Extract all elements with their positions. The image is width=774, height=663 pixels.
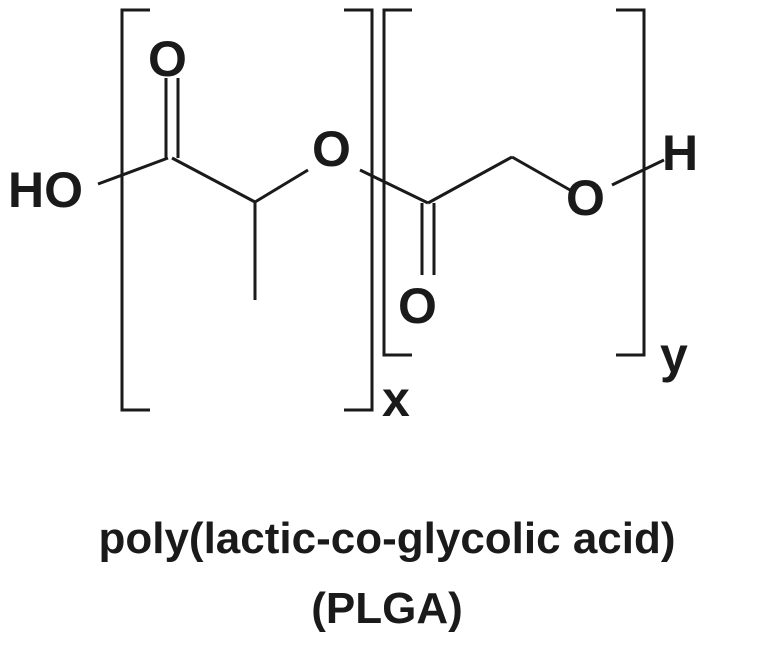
lactic-left-bracket [120,8,150,412]
polymer-name-caption: poly(lactic-co-glycolic acid) [98,514,676,563]
atom-terminal-oxygen: O [566,170,605,226]
glycolic-right-bracket [616,8,646,357]
subscript-glycolic-y: y [660,327,688,383]
atom-ester-oxygen: O [312,121,351,177]
lactic-right-bracket [344,8,374,412]
bond-carbonyl-to-alpha-carbon [171,156,256,204]
bond-carbonyl-to-methylene [427,155,513,205]
polymer-abbreviation-caption: (PLGA) [311,584,463,633]
bond-ester-oxygen-to-carbonyl-carbon [359,168,429,205]
bond-oh-to-carbonyl-carbon [97,156,169,186]
bond-oxygen-to-hydrogen [611,158,665,187]
atom-carbonyl-oxygen-glycolic: O [398,278,437,334]
atom-terminal-hydrogen: H [662,125,698,181]
atom-carbonyl-oxygen-lactic: O [148,31,187,87]
subscript-lactic-x: x [382,371,410,427]
bond-methylene-to-oxygen [511,155,571,192]
atom-hydroxyl-terminal: HO [8,162,83,218]
bond-alpha-carbon-to-ester-oxygen [254,168,309,204]
